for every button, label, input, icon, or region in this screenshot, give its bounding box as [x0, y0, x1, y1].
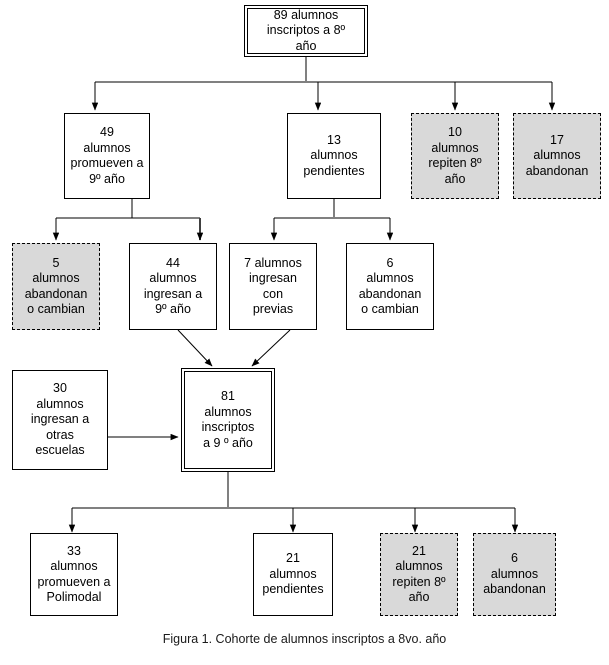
edge-pendientes-fanout [270, 199, 394, 241]
node-promueven9-label: 49 alumnos promueven a 9º año [70, 125, 144, 186]
node-abandonan-cambian6[interactable]: 6 alumnos abandonan o cambian [346, 243, 434, 330]
node-abandonan-cambian5-label: 5 alumnos abandonan o cambian [24, 255, 88, 317]
node-root[interactable]: 89 alumnos inscriptos a 8º año [244, 5, 368, 57]
node-abandonan6-label: 6 alumnos abandonan [483, 551, 546, 597]
figure-caption: Figura 1. Cohorte de alumnos inscriptos … [162, 632, 447, 646]
edge-converge-81 [108, 329, 291, 441]
node-repiten21-label: 21 alumnos repiten 8º año [392, 543, 446, 605]
node-otras-escuelas30[interactable]: 30 alumnos ingresan a otras escuelas [12, 370, 108, 470]
node-pendientes8[interactable]: 13 alumnos pendientes [287, 113, 381, 199]
node-abandonan8-label: 17 alumnos abandonan [525, 132, 589, 178]
node-polimodal33[interactable]: 33 alumnos promueven a Polimodal [30, 533, 118, 616]
edge-root-fanout [91, 57, 556, 111]
node-ingresan44-label: 44 alumnos ingresan a 9º año [143, 255, 203, 317]
node-polimodal33-label: 33 alumnos promueven a Polimodal [37, 543, 111, 605]
node-otras-escuelas30-label: 30 alumnos ingresan a otras escuelas [30, 381, 90, 458]
edge-promueven-fanout [52, 199, 204, 241]
node-repiten8[interactable]: 10 alumnos repiten 8º año [411, 113, 499, 199]
node-repiten8-label: 10 alumnos repiten 8º año [428, 125, 482, 186]
node-inscriptos81-label: 81 alumnos inscriptos a 9 º año [201, 389, 255, 450]
node-ingresan7previas[interactable]: 7 alumnos ingresan con previas [229, 243, 317, 330]
node-promueven9[interactable]: 49 alumnos promueven a 9º año [64, 113, 150, 199]
node-abandonan8[interactable]: 17 alumnos abandonan [513, 113, 601, 199]
edge-81-fanout [68, 472, 519, 533]
node-inscriptos81[interactable]: 81 alumnos inscriptos a 9 º año [181, 368, 275, 472]
node-abandonan-cambian6-label: 6 alumnos abandonan o cambian [358, 255, 422, 317]
node-abandonan6[interactable]: 6 alumnos abandonan [473, 533, 556, 616]
node-pendientes8-label: 13 alumnos pendientes [303, 132, 365, 178]
node-root-label: 89 alumnos inscriptos a 8º año [266, 7, 346, 53]
node-ingresan44[interactable]: 44 alumnos ingresan a 9º año [129, 243, 217, 330]
node-ingresan7previas-label: 7 alumnos ingresan con previas [244, 255, 302, 317]
node-pendientes21-label: 21 alumnos pendientes [262, 551, 324, 597]
node-abandonan-cambian5[interactable]: 5 alumnos abandonan o cambian [12, 243, 100, 330]
node-pendientes21[interactable]: 21 alumnos pendientes [253, 533, 333, 616]
node-repiten21[interactable]: 21 alumnos repiten 8º año [380, 533, 458, 616]
